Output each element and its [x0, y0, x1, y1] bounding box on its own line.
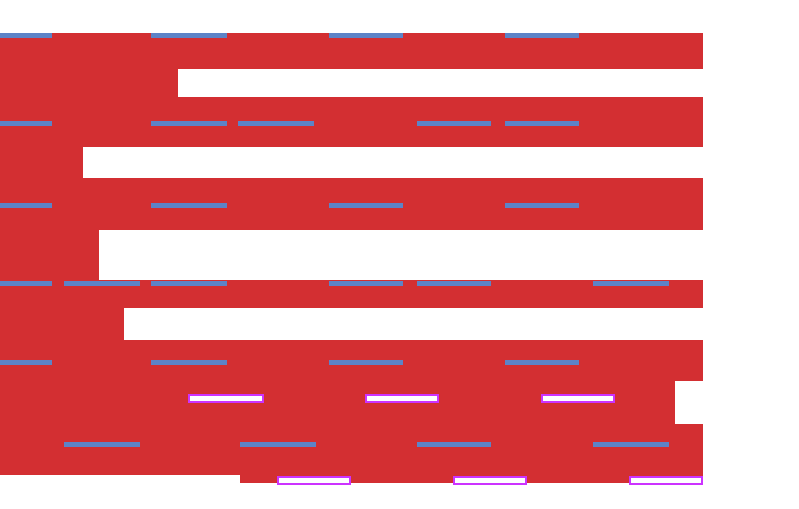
text-line-r2-c1	[0, 121, 52, 126]
text-line-r4-c3	[151, 281, 227, 286]
text-line-r6-c1	[64, 442, 140, 447]
highlight-line-3	[541, 394, 615, 403]
gap-row-3	[99, 230, 703, 280]
text-line-r5-c2	[151, 360, 227, 365]
redaction-band-4-left	[0, 308, 124, 340]
redaction-band-1	[0, 33, 703, 69]
redaction-band-6	[0, 424, 703, 475]
gap-row-1	[178, 69, 703, 97]
gap-row-4	[124, 308, 703, 340]
gap-row-bottom	[68, 475, 240, 509]
text-line-r4-c5	[417, 281, 491, 286]
highlight-line-2	[365, 394, 439, 403]
text-line-r4-c6	[593, 281, 669, 286]
redaction-band-3-left	[0, 230, 99, 280]
text-line-r2-c4	[417, 121, 491, 126]
text-line-r4-c2	[64, 281, 140, 286]
text-line-r6-c2	[240, 442, 316, 447]
highlight-line-4	[277, 476, 351, 485]
text-line-r1-c3	[329, 33, 403, 38]
text-line-r2-c2	[151, 121, 227, 126]
text-line-r4-c4	[329, 281, 403, 286]
text-line-r1-c1	[0, 33, 52, 38]
text-line-r2-c5	[505, 121, 579, 126]
highlight-line-6	[629, 476, 703, 485]
redaction-band-2-left	[0, 147, 83, 178]
highlight-line-5	[453, 476, 527, 485]
text-line-r3-c3	[329, 203, 403, 208]
text-line-r5-c3	[329, 360, 403, 365]
text-line-r5-c4	[505, 360, 579, 365]
gap-notch-right	[675, 381, 703, 424]
text-line-r3-c4	[505, 203, 579, 208]
text-line-r3-c1	[0, 203, 52, 208]
text-line-r1-c2	[151, 33, 227, 38]
text-line-r6-c4	[593, 442, 669, 447]
text-line-r5-c1	[0, 360, 52, 365]
gap-row-2	[83, 147, 703, 178]
redaction-band-1-left	[0, 69, 178, 97]
text-line-r3-c2	[151, 203, 227, 208]
redaction-band-2	[0, 97, 703, 147]
text-line-r4-c1	[0, 281, 52, 286]
text-line-r6-c3	[417, 442, 491, 447]
text-line-r2-c3	[238, 121, 314, 126]
highlight-line-1	[188, 394, 264, 403]
text-line-r1-c4	[505, 33, 579, 38]
